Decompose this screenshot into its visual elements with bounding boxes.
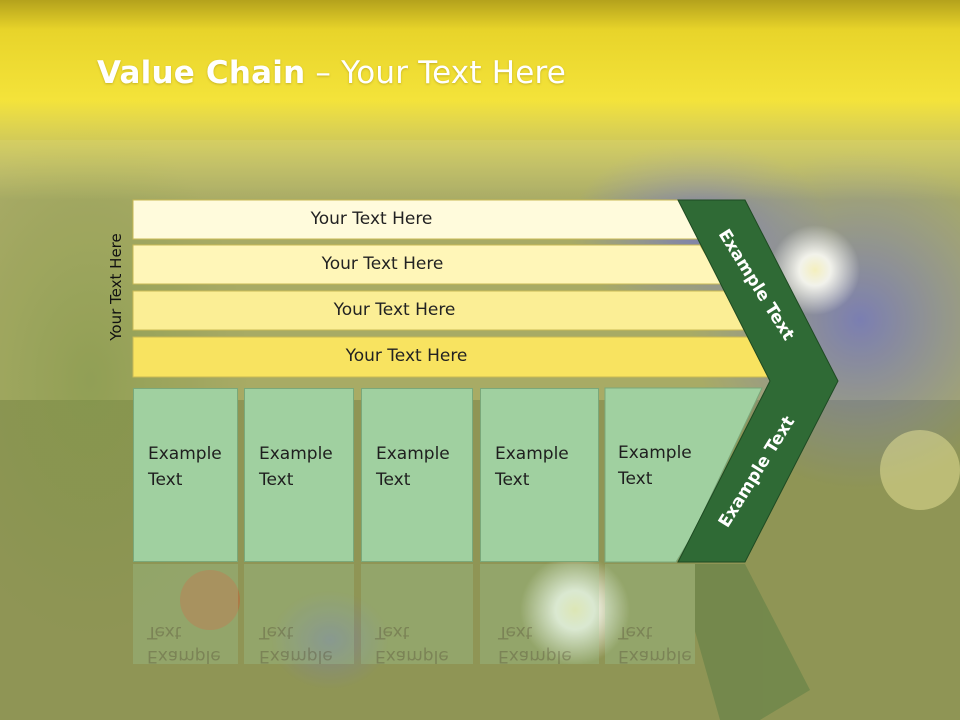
box-2-reflection: Example Text [259,622,333,666]
page-title: Value Chain – Your Text Here [97,55,566,91]
box-1-text: Example Text [148,444,222,490]
box-2-text: Example Text [259,444,333,490]
box-4-text: Example Text [495,444,569,490]
bar-1: Your Text Here [133,200,678,238]
box-3-text: Example Text [376,444,450,490]
bar-2: Your Text Here [133,245,700,283]
bar-4-label: Your Text Here [345,346,468,366]
last-box-shape [604,387,763,563]
title-rest: – Your Text Here [305,55,567,91]
chevron-main [677,199,839,563]
box-5-text: Example Text [618,443,692,489]
box-3-reflection: Example Text [375,622,449,666]
bar-3-label: Your Text Here [333,300,456,320]
box-1: Example Text [133,388,238,562]
box-4: Example Text [480,388,599,562]
bar-1-label: Your Text Here [310,209,433,229]
box-1-reflection: Example Text [147,622,221,666]
bar-2-label: Your Text Here [321,254,444,274]
title-bold: Value Chain [97,55,306,91]
reflection [133,564,810,720]
box-4-reflection: Example Text [498,622,572,666]
bar-3: Your Text Here [133,291,724,329]
box-5-reflection: Example Text [618,622,692,666]
box-2: Example Text [244,388,354,562]
bar-4: Your Text Here [133,337,748,375]
box-5: Example Text [605,388,715,492]
box-3: Example Text [361,388,473,562]
